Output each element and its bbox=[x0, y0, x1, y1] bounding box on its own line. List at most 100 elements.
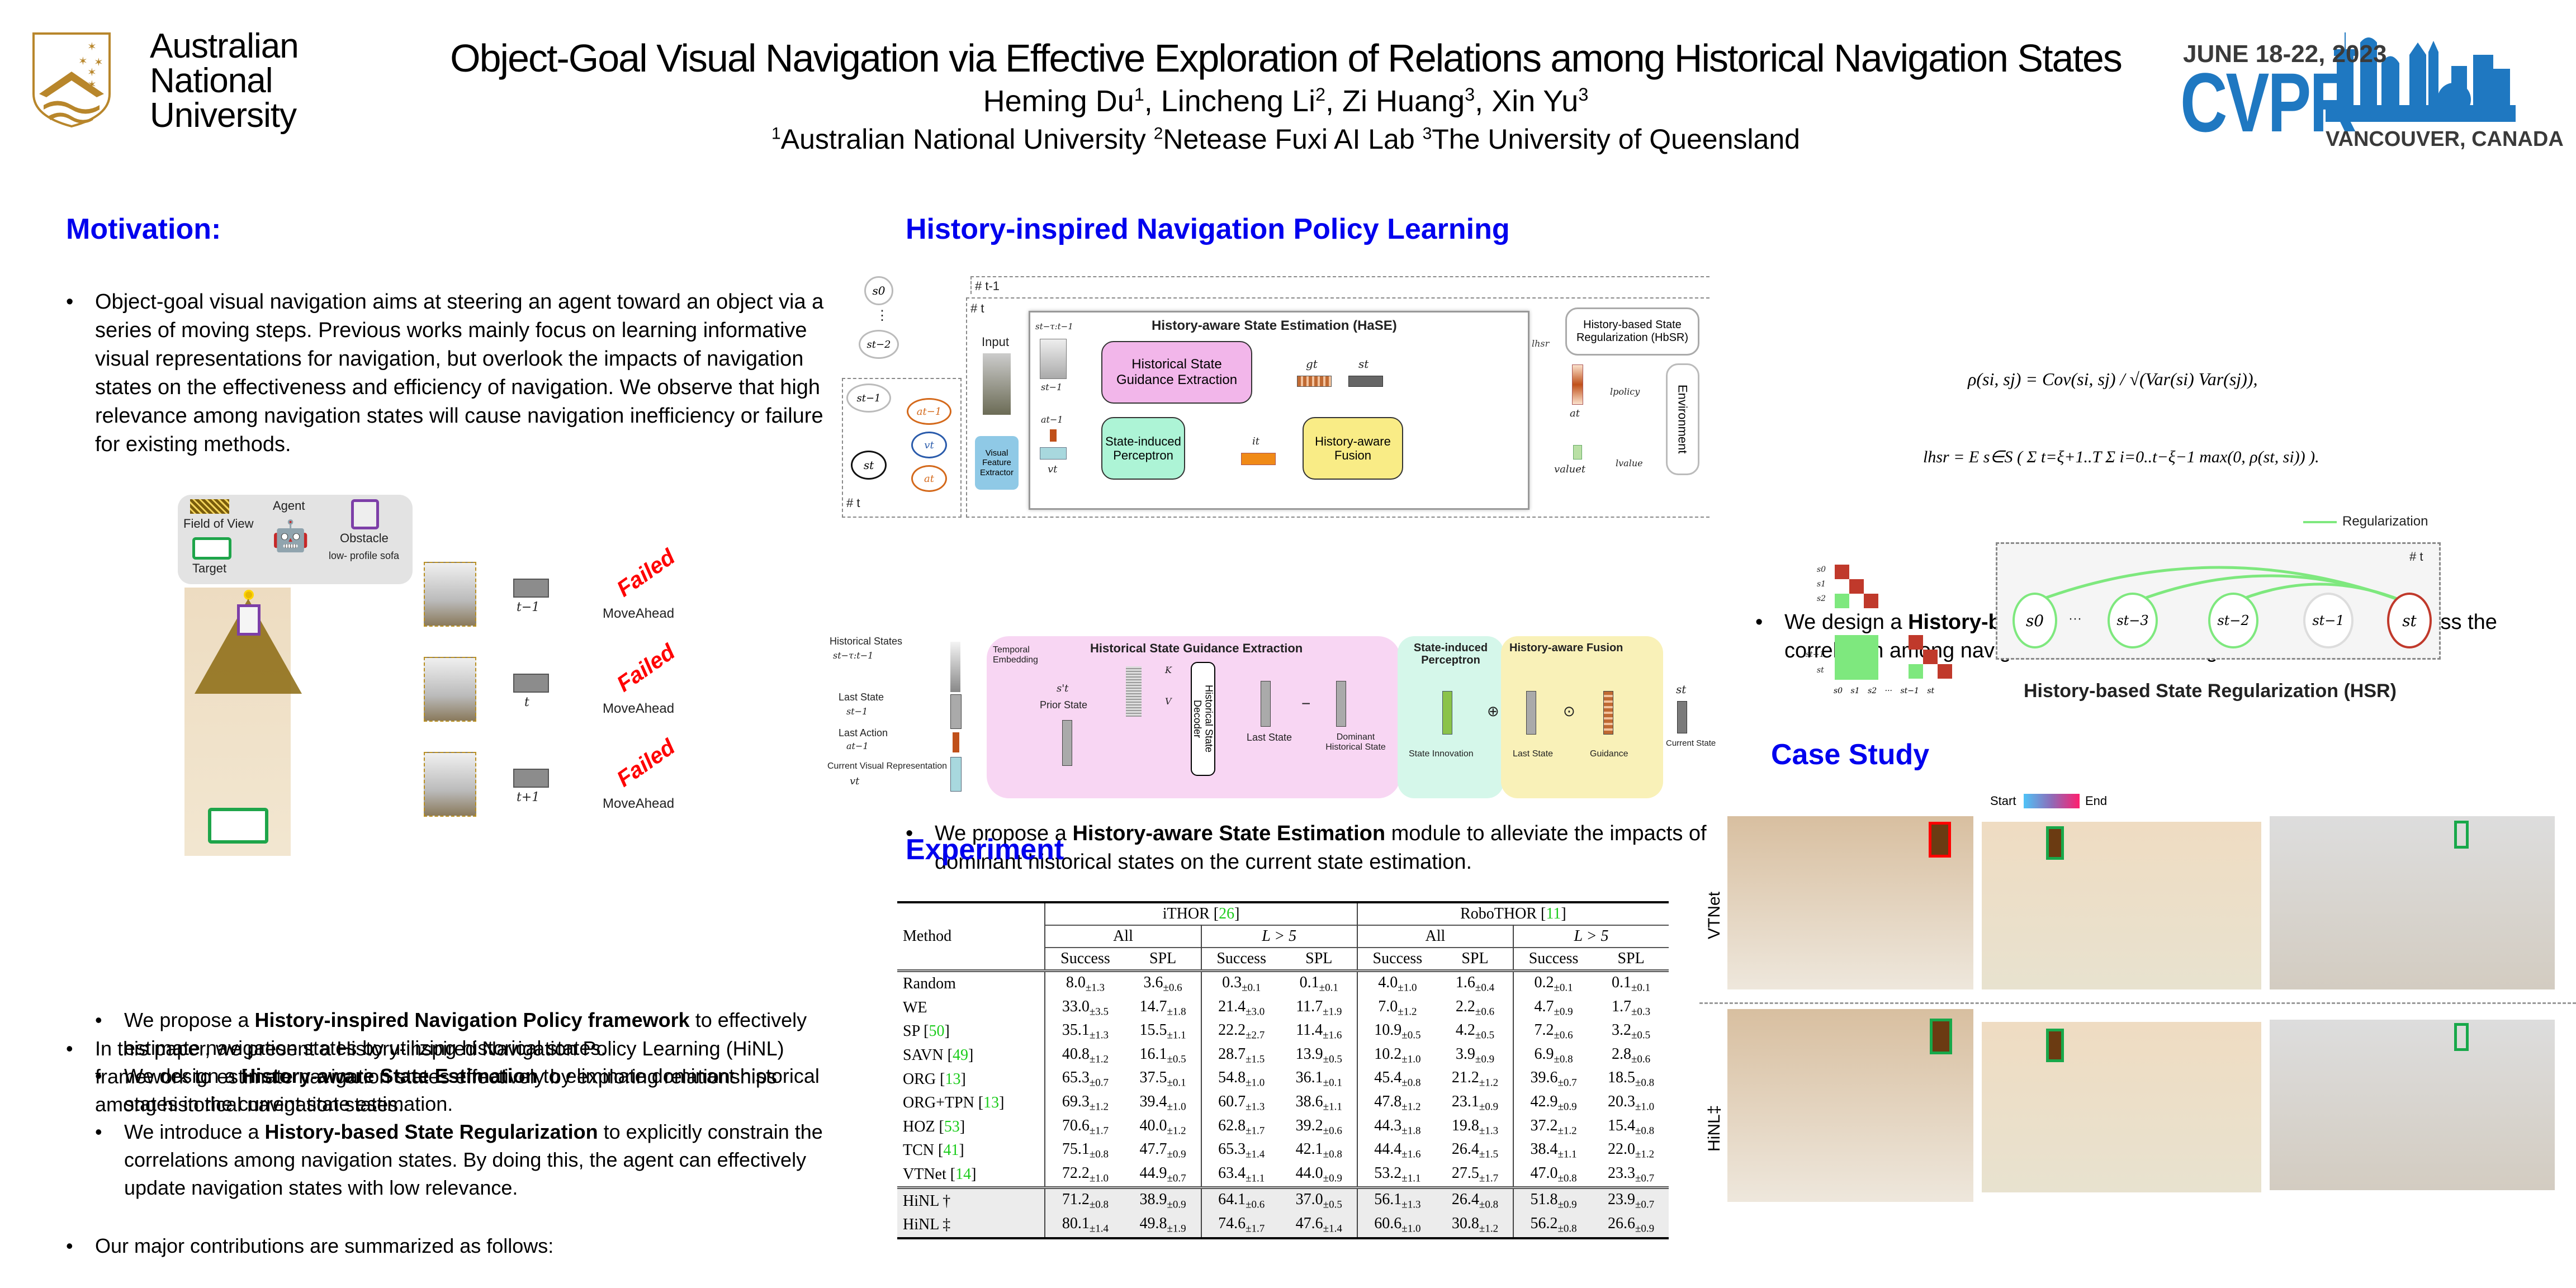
hsr-node-st-3: st−3 bbox=[2108, 593, 2158, 648]
value-cell: 64.1±0.6 bbox=[1200, 1187, 1281, 1213]
chain-node-st: st bbox=[851, 451, 887, 480]
value-cell: 23.3±0.7 bbox=[1607, 1164, 1655, 1185]
obstacle-sofa bbox=[237, 604, 261, 636]
frame-current-label: # t bbox=[970, 301, 984, 315]
value-cell: 70.6±1.7 bbox=[1044, 1115, 1125, 1139]
kv-memory-block-icon bbox=[1126, 666, 1142, 717]
motivation-paragraph: Object-goal visual navigation aims at st… bbox=[66, 288, 839, 459]
case-map-vtnet-bedroom bbox=[1982, 822, 2261, 989]
visual-bar-icon bbox=[950, 757, 962, 792]
loss-value-label: lvalue bbox=[1616, 458, 1643, 468]
svg-text:✶: ✶ bbox=[87, 67, 97, 79]
method-cell: VTNet [14] bbox=[903, 1166, 977, 1183]
input-label-historical: Historical States bbox=[830, 636, 903, 647]
state-block-icon bbox=[513, 674, 549, 693]
column-header-dataset: iTHOR [26] bbox=[1044, 902, 1357, 925]
sip-box: State-induced Perceptron bbox=[1101, 417, 1185, 480]
column-header-metric: SPL bbox=[1149, 950, 1177, 967]
chain-node-vt: vt bbox=[911, 432, 947, 458]
value-cell: 18.5±0.8 bbox=[1607, 1069, 1655, 1089]
target-box-success bbox=[2046, 1029, 2064, 1062]
value-cell: 26.4±1.5 bbox=[1451, 1140, 1499, 1161]
anu-line1: Australian bbox=[150, 27, 299, 65]
column-header-metric: SPL bbox=[1305, 950, 1333, 967]
correlation-equation: ρ(si, sj) = Cov(si, sj) / √(Var(si) Var(… bbox=[1968, 369, 2258, 389]
column-header-metric: Success bbox=[1512, 948, 1594, 971]
column-header-metric: Success bbox=[1044, 948, 1125, 971]
value-cell: 11.7±1.9 bbox=[1296, 997, 1342, 1018]
value-cell: 40.8±1.2 bbox=[1044, 1043, 1125, 1068]
matrix-row-label: st bbox=[1817, 666, 1824, 675]
value-cell: 3.6±0.6 bbox=[1143, 974, 1182, 994]
experiment-heading: Experiment bbox=[906, 834, 1064, 866]
value-cell: 28.7±1.5 bbox=[1200, 1043, 1281, 1068]
value-cell: 54.8±1.0 bbox=[1200, 1067, 1281, 1091]
input-observation-image bbox=[983, 353, 1011, 415]
value-cell: 0.1±0.1 bbox=[1611, 974, 1651, 994]
sym-last-state: st−1 bbox=[1041, 382, 1063, 392]
value-cell: 8.0±1.3 bbox=[1044, 970, 1125, 996]
value-cell: 11.4±1.6 bbox=[1296, 1021, 1342, 1041]
contribution-item: We design a History-aware State Estimati… bbox=[95, 1062, 837, 1118]
hsge-box: Historical State Guidance Extraction bbox=[1101, 341, 1252, 404]
value-cell: 38.9±0.9 bbox=[1139, 1191, 1186, 1211]
contributions-intro: Our major contributions are summarized a… bbox=[66, 1232, 839, 1260]
target-box-success bbox=[1930, 1019, 1952, 1054]
visual-rep-block-icon bbox=[1040, 447, 1067, 460]
hsr-caption: History-based State Regularization (HSR) bbox=[2024, 680, 2397, 702]
sym-value: valuet bbox=[1554, 463, 1586, 475]
value-cell: 74.6±1.7 bbox=[1200, 1213, 1281, 1238]
value-cell: 80.1±1.4 bbox=[1044, 1213, 1125, 1238]
target-box-failed bbox=[1929, 822, 1951, 858]
value-cell: 37.0±0.5 bbox=[1295, 1191, 1342, 1211]
state-label: t bbox=[524, 695, 529, 709]
value-cell: 53.2±1.1 bbox=[1356, 1162, 1437, 1188]
obstacle-sofa-icon bbox=[351, 499, 379, 529]
failed-stamp: Failed bbox=[612, 544, 680, 602]
overview-diagram: s0 ⋮ st−2 st−1 at−1 vt st at # t # t-1 #… bbox=[839, 268, 1711, 520]
action-label: MoveAhead bbox=[603, 701, 675, 716]
multiply-icon: ⊙ bbox=[1563, 703, 1575, 719]
state-block-icon bbox=[513, 769, 549, 788]
sym-last-action: at−1 bbox=[1041, 414, 1063, 425]
case-map-hinl-bathroom bbox=[2270, 1020, 2555, 1190]
value-cell: 47.6±1.4 bbox=[1295, 1214, 1342, 1235]
value-cell: 38.4±1.1 bbox=[1512, 1139, 1594, 1163]
value-cell: 14.7±1.8 bbox=[1139, 997, 1186, 1018]
value-cell: 4.7±0.9 bbox=[1512, 996, 1594, 1020]
value-cell: 44.4±1.6 bbox=[1356, 1139, 1437, 1163]
hsr-node-ellipsis: ··· bbox=[2068, 611, 2082, 626]
contributions-list: We propose a History-inspired Navigation… bbox=[66, 1006, 837, 1202]
method-cell: ORG [13] bbox=[903, 1070, 966, 1088]
method-cell: SAVN [49] bbox=[903, 1046, 974, 1064]
poster-title: Object-Goal Visual Navigation via Effect… bbox=[450, 36, 2123, 80]
motivation-figure: Field of View Target Agent 🤖 Obstacle lo… bbox=[178, 495, 793, 858]
frame-previous-step bbox=[970, 276, 1710, 294]
chain-node-st-1: st−1 bbox=[846, 383, 891, 413]
affiliation: The University of Queensland bbox=[1432, 124, 1800, 155]
frame-previous-label: # t-1 bbox=[975, 279, 1000, 293]
value-cell: 21.4±3.0 bbox=[1200, 996, 1281, 1020]
value-cell: 37.5±0.1 bbox=[1139, 1069, 1186, 1089]
value-cell: 35.1±1.3 bbox=[1044, 1020, 1125, 1044]
hsr-timestep-label: # t bbox=[2409, 550, 2423, 564]
value-cell: 45.4±0.8 bbox=[1356, 1067, 1437, 1091]
author: Heming Du1 bbox=[983, 84, 1144, 118]
method-cell: SP [50] bbox=[903, 1022, 950, 1040]
input-sym: at−1 bbox=[846, 741, 869, 751]
input-sym: st−1 bbox=[846, 706, 868, 717]
value-block-icon bbox=[1573, 445, 1582, 460]
column-header-split: All bbox=[1044, 925, 1201, 948]
motivation-heading: Motivation: bbox=[66, 213, 221, 245]
legend-agent-label: Agent bbox=[273, 499, 305, 513]
matrix-cell bbox=[1835, 594, 1849, 608]
svg-text:✶: ✶ bbox=[87, 41, 97, 53]
matrix-cell bbox=[1849, 579, 1864, 594]
failed-stamp: Failed bbox=[612, 734, 680, 792]
value-cell: 60.7±1.3 bbox=[1200, 1091, 1281, 1115]
value-cell: 13.9±0.5 bbox=[1295, 1045, 1342, 1066]
action-label: MoveAhead bbox=[603, 796, 675, 811]
value-cell: 65.3±1.4 bbox=[1200, 1139, 1281, 1163]
